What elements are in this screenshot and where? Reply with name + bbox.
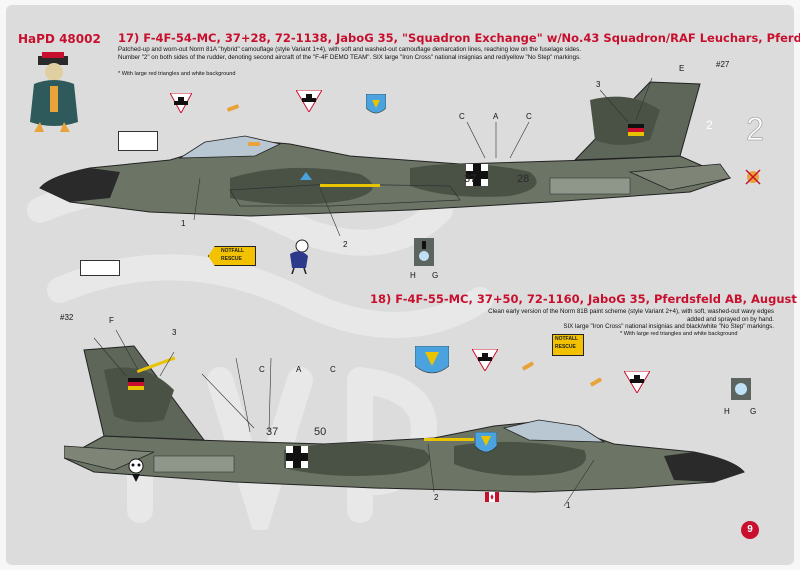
profile-17-callout-3: 3 bbox=[596, 80, 601, 89]
profile-18-rescue-line1: NOTFALL bbox=[555, 336, 579, 342]
profile-18-red-triangle-insignia-1-icon bbox=[472, 349, 498, 371]
profile-17-hg-marker-icon bbox=[414, 238, 434, 266]
profile-17-bird-emblem-icon bbox=[290, 239, 309, 274]
profile-18-desc-line2: SIX large "Iron Cross" national insignia… bbox=[563, 323, 774, 331]
profile-17-callout-2: 2 bbox=[343, 240, 348, 249]
profile-18-hg-marker-icon bbox=[731, 378, 751, 400]
profile-18-rescue-line2: RESCUE bbox=[555, 344, 576, 350]
profile-17-callout-1: 1 bbox=[181, 219, 186, 228]
profile-17-no-step-marking-2 bbox=[248, 142, 260, 146]
profile-18-callout-1: 1 bbox=[566, 501, 571, 510]
profile-17-stencil-plate bbox=[118, 131, 158, 151]
profile-17-callout-c2: C bbox=[526, 112, 532, 121]
bird-mascot-emblem bbox=[30, 52, 78, 132]
profile-17-iron-cross-fuselage-icon bbox=[466, 164, 488, 186]
product-code: HaPD 48002 bbox=[18, 32, 101, 46]
profile-18-squadron-shield-icon bbox=[415, 346, 449, 374]
profile-18-rescue-plate: NOTFALL RESCUE bbox=[552, 334, 584, 356]
profile-17-callout-c1: C bbox=[459, 112, 465, 121]
profile-17-crossed-marker-icon bbox=[745, 169, 761, 185]
profile-17-callout-g: G bbox=[432, 271, 439, 280]
profile-17-tail-number-large: 2 bbox=[746, 111, 764, 146]
profile-18-callout-h: H bbox=[724, 407, 730, 416]
profile-17-red-triangle-insignia-1-icon bbox=[170, 93, 192, 113]
profile-18-callout-c2: C bbox=[330, 365, 336, 374]
profile-17-serial-right: 28 bbox=[517, 173, 530, 185]
profile-17-aircraft-drawing bbox=[39, 77, 732, 237]
profile-17-desc-line2: Number "2" on both sides of the rudder, … bbox=[118, 53, 581, 61]
profile-17-german-flag-icon bbox=[628, 124, 644, 136]
profile-17-desc-line1: Patched-up and worn-out Norm 81A "hybrid… bbox=[118, 46, 581, 53]
profile-17-squadron-shield-icon bbox=[366, 94, 386, 114]
profile-18-callout-g: G bbox=[750, 407, 757, 416]
profile-18-serial-right: 50 bbox=[314, 426, 327, 438]
profile-18-serial-left: 37 bbox=[266, 426, 279, 438]
profile-18-canada-flag-icon bbox=[485, 492, 499, 502]
profile-18-aircraft-drawing bbox=[64, 329, 745, 507]
profile-18-callout-c: C bbox=[259, 365, 265, 374]
profile-17-serial-left: 37 bbox=[464, 173, 477, 185]
profile-17-small-stencil-plate bbox=[80, 260, 120, 276]
profile-18-callout-num: #32 bbox=[60, 313, 74, 322]
profile-17-tail-number-marking: 2 bbox=[746, 111, 765, 146]
profile-17-rescue-line1: NOTFALL bbox=[221, 248, 245, 254]
profile-18-note: * With large red triangles and white bac… bbox=[620, 331, 738, 337]
profile-18-callout-f: F bbox=[109, 316, 114, 325]
profile-17-rescue-line2: RESCUE bbox=[221, 256, 242, 262]
profile-17-title: 17) F-4F-54-MC, 37+28, 72-1138, JaboG 35… bbox=[118, 31, 800, 45]
profile-18-fuselage-shield-icon bbox=[475, 432, 497, 453]
profile-18-callout-a: A bbox=[296, 365, 302, 374]
profile-18-desc-line1: Clean early version of the Norm 81B pain… bbox=[488, 308, 774, 323]
page-number-badge: 9 bbox=[741, 521, 759, 539]
profile-17-description: Patched-up and worn-out Norm 81A "hybrid… bbox=[118, 46, 738, 61]
profile-17-callout-num: #27 bbox=[716, 60, 730, 69]
profile-17-rescue-arrow-marking: NOTFALL RESCUE bbox=[208, 246, 256, 266]
profile-17-red-triangle-insignia-2-icon bbox=[296, 90, 322, 112]
profile-18-title: 18) F-4F-55-MC, 37+50, 72-1160, JaboG 35… bbox=[370, 292, 800, 306]
profile-18-german-flag-icon bbox=[128, 378, 144, 390]
profile-17-callout-e: E bbox=[679, 64, 685, 73]
profile-17-callout-a: A bbox=[493, 112, 499, 121]
profile-18-skull-emblem-icon bbox=[128, 458, 144, 482]
profile-18-callout-3: 3 bbox=[172, 328, 177, 337]
profile-18-description: Clean early version of the Norm 81B pain… bbox=[474, 308, 774, 331]
profile-17-callout-h: H bbox=[410, 271, 416, 280]
profile-18-callout-2: 2 bbox=[434, 493, 439, 502]
profile-18-iron-cross-fuselage-icon bbox=[286, 446, 308, 468]
profile-18-red-triangle-insignia-2-icon bbox=[624, 371, 650, 393]
profile-17-tail-number-small: 2 bbox=[706, 118, 713, 132]
profile-17-note: * With large red triangles and white bac… bbox=[118, 71, 236, 77]
